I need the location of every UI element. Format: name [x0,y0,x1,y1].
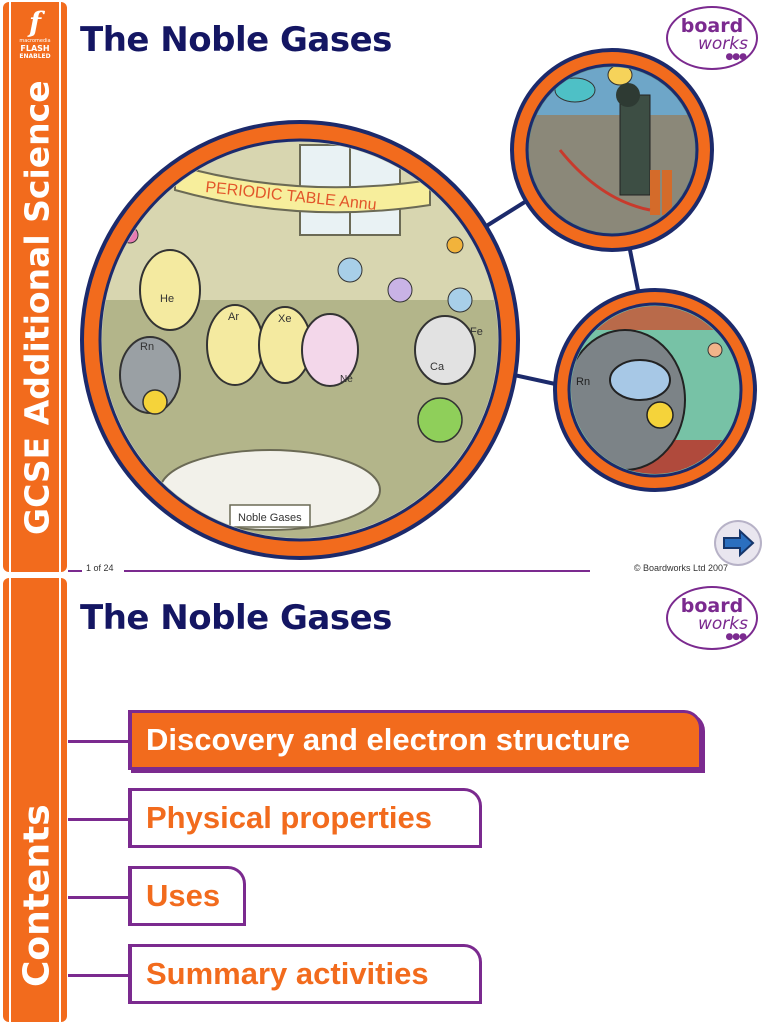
sidebar: f macromedia FLASH ENABLED GCSE Addition… [3,2,67,572]
title-slide: f macromedia FLASH ENABLED GCSE Addition… [3,2,762,573]
flash-enabled-badge: f macromedia FLASH ENABLED [19,6,51,61]
footer-rule-left [68,570,82,572]
svg-text:Ca: Ca [430,361,445,373]
sidebar-frame [9,2,61,572]
svg-text:Ar: Ar [228,311,239,323]
svg-text:Rn: Rn [140,341,154,353]
page-title: The Noble Gases [80,598,392,638]
menu-item-summary-activities[interactable]: Summary activities [128,944,482,1004]
svg-text:He: He [160,293,174,305]
boardworks-logo: board works ●●● [666,586,758,650]
table-sign-text: Noble Gases [238,512,302,524]
svg-text:Rn: Rn [576,376,590,388]
boardworks-logo: board works ●●● [666,6,758,70]
page-number: 1 of 24 [86,563,114,573]
svg-text:Fe: Fe [470,326,483,338]
sidebar-frame [9,578,61,1022]
footer-rule [124,570,590,572]
contents-slide: Contents The Noble Gases board works ●●●… [0,576,768,1024]
svg-text:Ne: Ne [340,374,353,385]
menu-item-discovery[interactable]: Discovery and electron structure [128,710,702,770]
sidebar-title: Contents [16,804,58,987]
menu-connector [68,818,130,821]
copyright: © Boardworks Ltd 2007 [633,563,728,573]
next-slide-button[interactable] [714,520,762,566]
menu-connector [68,896,130,899]
menu-item-uses[interactable]: Uses [128,866,246,926]
menu-item-physical-properties[interactable]: Physical properties [128,788,482,848]
arrow-right-icon [723,528,755,558]
svg-text:Xe: Xe [278,313,291,325]
sidebar: Contents [3,578,67,1022]
menu-connector [68,740,130,743]
noble-gases-party-illustration: PERIODIC TABLE Annu Noble Gases He Ar Xe… [80,48,757,560]
menu-connector [68,974,130,977]
page-title: The Noble Gases [80,20,392,60]
